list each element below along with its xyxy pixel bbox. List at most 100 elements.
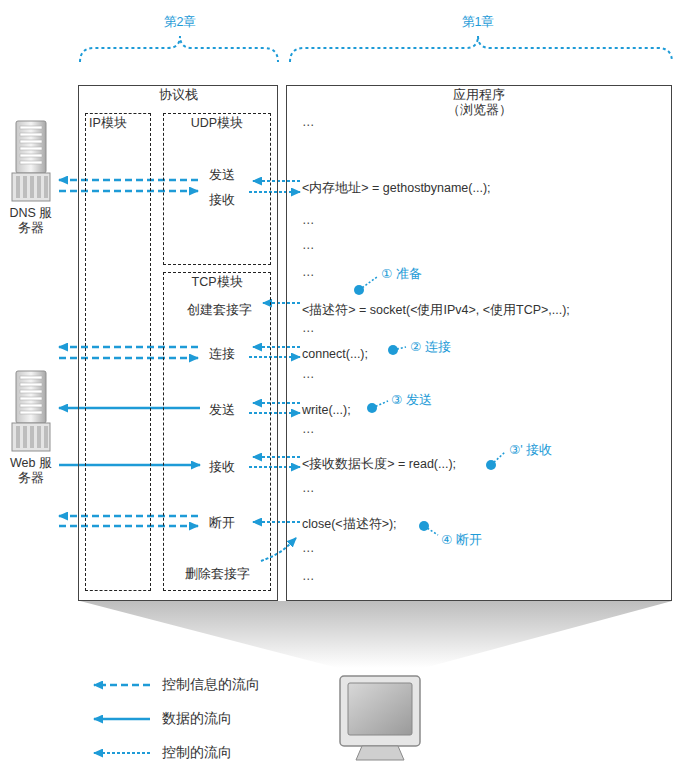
node-title: TCP模块 [164,273,270,290]
chapter-label: 第1章 [462,14,495,30]
callout-dot [388,345,398,355]
server-slot [20,140,42,143]
control-flow-arrow [59,357,198,360]
operation-label: 发送 [209,167,235,183]
legend-line [94,718,150,721]
operation-label: 创建套接字 [187,302,252,318]
chapter-label: 第2章 [164,14,197,30]
control-flow-arrow [261,538,296,561]
protocol-stack-box: 协议栈 IP模块 UDP模块 TCP模块 [78,85,278,601]
legend-text: 数据的流向 [162,710,232,728]
server-pillar [44,176,48,198]
ellipsis: … [302,264,315,280]
control-flow-arrow [253,521,300,523]
legend-sample [90,743,152,763]
server-stand [12,173,50,201]
data-flow-arrow [59,407,200,410]
code-line: <内存地址> = gethostbyname(...); [302,180,491,196]
node-title: Web 服务器 [7,338,55,486]
operation-label: 断开 [209,515,235,531]
legend-row: 控制信息的流向 [90,668,260,702]
module-box: TCP模块 [163,272,271,591]
callout-dot [367,403,377,413]
ellipsis: … [302,366,315,382]
legend-line [94,752,150,754]
control-flow-arrow [263,302,300,304]
code-line: connect(...); [302,346,368,362]
legend-text: 控制的流向 [162,744,232,762]
control-flow-arrow [59,190,198,193]
module-box: UDP模块 [163,113,271,265]
code-line: <描述符> = socket(<使用IPv4>, <使用TCP>,...); [302,302,570,318]
control-flow-arrow [249,412,300,414]
control-flow-arrow [249,191,300,193]
control-flow-arrow [253,456,300,458]
callout-number: ③ 发送 [391,392,432,408]
callout-dot [419,521,429,531]
control-flow-arrow [253,402,300,404]
code-line: close(<描述符>); [302,516,397,532]
server-node: Web 服务器 [3,338,59,532]
server-slot [20,147,42,150]
server-slot [20,404,42,407]
monitor-base [356,746,404,760]
ellipsis: … [302,480,315,496]
callout-number: ① 准备 [381,266,422,282]
node-title: IP模块 [86,114,150,131]
control-flow-arrow [253,180,300,182]
server-node: DNS 服务器 [3,118,59,246]
callout-number: ④ 断开 [441,532,482,548]
control-flow-arrow [59,346,198,349]
server-pillar [30,426,34,448]
server-pillar [37,176,41,198]
server-slot [20,133,42,136]
callout-dots [354,285,496,531]
server-body [16,121,46,173]
node-title: 应用程序 （浏览器） [443,86,516,118]
ellipsis: … [302,540,315,556]
server-slot [20,161,42,164]
callout-number: ② 连接 [410,339,451,355]
module-box: IP模块 [85,113,151,591]
control-flow-arrow [249,466,300,468]
server-slot [20,383,42,386]
server-icon [11,370,53,454]
server-pillar [23,426,27,448]
node-title: DNS 服务器 [7,118,55,236]
server-pillar [37,426,41,448]
server-pillar [44,426,48,448]
legend-line [94,684,150,687]
chapter-bracket [290,36,672,62]
operation-label: 接收 [209,459,235,475]
chapter-bracket [80,36,278,62]
node-title: UDP模块 [164,114,270,131]
server-slot [20,411,42,414]
server-pillar [16,176,20,198]
code-line: <接收数据长度> = read(...); [302,456,456,472]
node-title: 协议栈 [79,86,277,103]
legend-sample [90,675,152,695]
callout-dot [486,460,496,470]
server-pillar [16,426,20,448]
data-flow-arrow [59,464,200,467]
server-slot [20,376,42,379]
callout-number: ③' 接收 [509,442,552,458]
projection-wedge [80,601,672,668]
server-body [16,371,46,423]
callout-dot [354,285,364,295]
operation-label: 删除套接字 [185,566,250,582]
code-line: write(...); [302,402,351,418]
server-slot [20,126,42,129]
server-slot [20,154,42,157]
ellipsis: … [302,212,315,228]
server-slot [20,397,42,400]
ellipsis: … [302,421,315,437]
legend-text: 控制信息的流向 [162,676,260,694]
legend-row: 数据的流向 [90,702,260,736]
operation-label: 接收 [209,192,235,208]
legend-sample [90,709,152,729]
control-flow-arrow [59,179,198,182]
monitor-screen [348,683,412,735]
ellipsis: … [302,114,315,130]
